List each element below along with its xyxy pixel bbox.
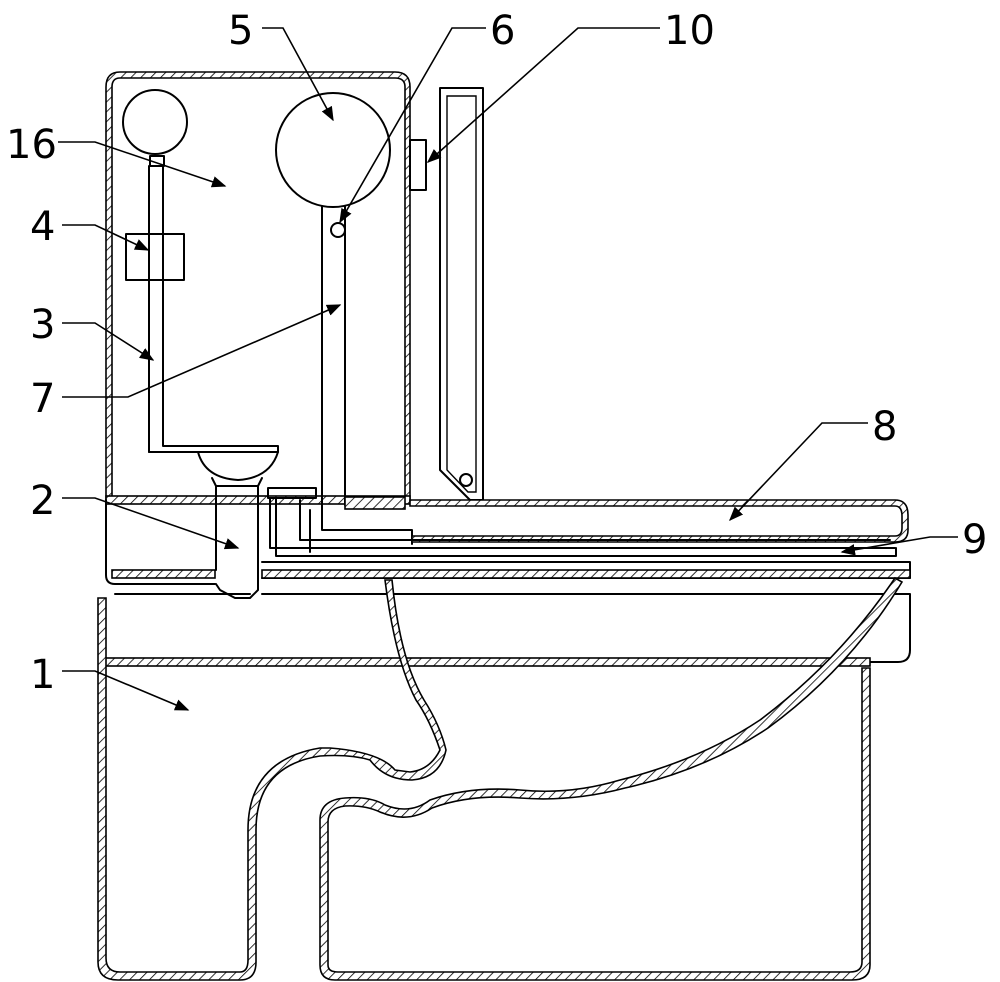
upper-float-assembly — [275, 92, 413, 545]
label-6: 6 — [490, 8, 515, 54]
label-16: 16 — [6, 122, 57, 168]
label-1: 1 — [30, 652, 55, 698]
drain-outlet-pipe — [197, 451, 279, 599]
seat-lid — [439, 87, 484, 501]
label-2: 2 — [30, 478, 55, 524]
leader-lines — [58, 27, 958, 711]
label-3: 3 — [30, 302, 55, 348]
label-5: 5 — [228, 8, 253, 54]
component-10-box — [409, 139, 427, 191]
label-7: 7 — [30, 376, 55, 422]
label-9: 9 — [962, 517, 987, 563]
toilet-bowl-body — [97, 576, 911, 981]
seat-and-channel — [261, 487, 911, 579]
label-10: 10 — [664, 8, 715, 54]
part-labels: 5 6 10 16 4 3 7 2 8 9 1 — [6, 8, 987, 698]
label-8: 8 — [872, 404, 897, 450]
float-ball-assembly — [122, 89, 279, 453]
label-4: 4 — [30, 204, 55, 250]
